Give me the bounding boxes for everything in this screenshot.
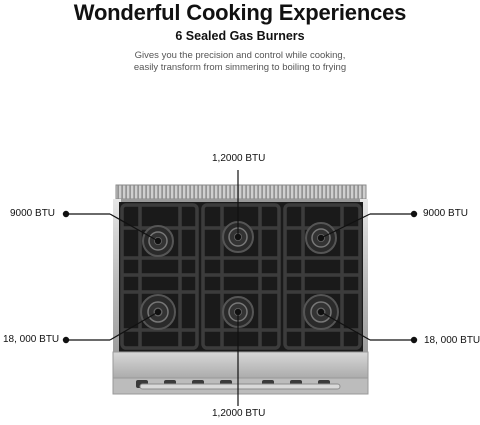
btu-label-bottom-right: 18, 000 BTU: [424, 335, 480, 346]
callout-lines: [62, 170, 418, 406]
description-line-2: easily transform from simmering to boili…: [133, 62, 347, 73]
btu-label-bottom-center: 1,2000 BTU: [212, 408, 266, 419]
description-line-1: Gives you the precision and control whil…: [134, 50, 346, 61]
right-side-rail: [360, 199, 368, 357]
left-side-rail: [113, 199, 121, 357]
btu-label-top-right: 9000 BTU: [423, 208, 469, 219]
page-subtitle: 6 Sealed Gas Burners: [175, 29, 305, 43]
btu-label-top-left: 9000 BTU: [10, 208, 56, 219]
grate-right: [283, 203, 362, 350]
btu-label-bottom-left: 18, 000 BTU: [3, 334, 60, 345]
description: Gives you the precision and control whil…: [0, 50, 480, 74]
oven-handle: [139, 383, 341, 390]
back-vent: [115, 184, 367, 203]
btu-label-top-center: 1,2000 BTU: [212, 153, 266, 164]
grate-center: [201, 203, 281, 350]
page-title: Wonderful Cooking Experiences: [73, 0, 407, 25]
